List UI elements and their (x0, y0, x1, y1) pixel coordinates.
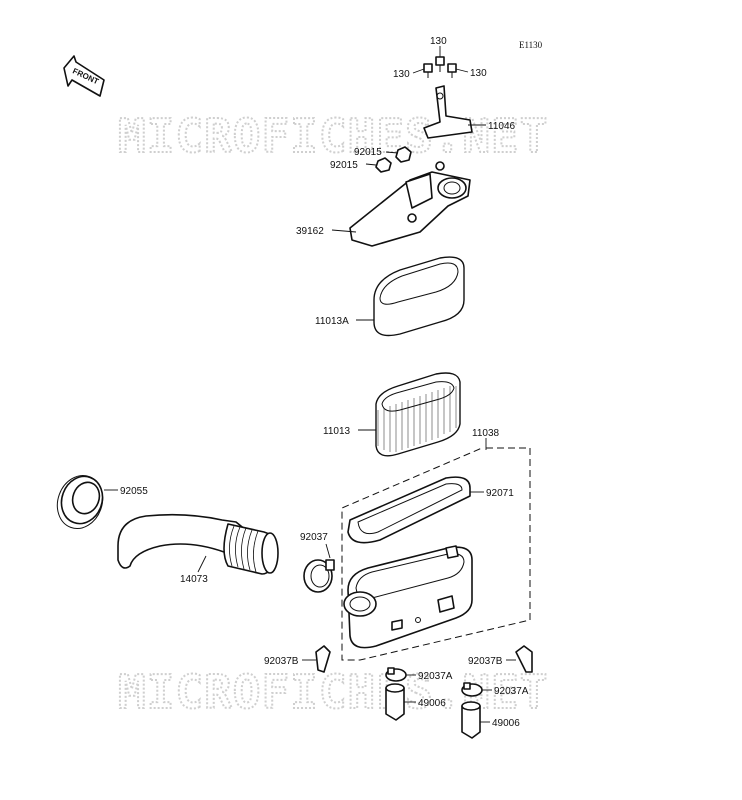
nut-92015-b (375, 157, 392, 173)
label-92015-a: 92015 (354, 147, 382, 158)
screw-130-left (423, 63, 433, 78)
nut-92015-a (395, 146, 412, 163)
watermark-top: MICROFICHES.NET (118, 109, 548, 163)
assembly-bracket-11038 (341, 447, 531, 661)
watermark-bottom: MICROFICHES.NET (118, 665, 548, 719)
label-14073: 14073 (180, 574, 208, 585)
label-92055: 92071 (486, 488, 514, 499)
screw-130-right (447, 63, 457, 78)
label-49006-right: 49006 (492, 718, 520, 729)
label-11046: 11046 (488, 121, 516, 132)
air-cleaner-housing (343, 545, 473, 649)
label-92037B-left: 92037B (264, 656, 299, 667)
label-130-right: 130 (470, 68, 487, 79)
air-cleaner-cover-39162 (349, 161, 471, 247)
clamp-92037 (303, 559, 335, 593)
label-92037B-right: 92037B (468, 656, 503, 667)
screw-130-top (435, 56, 445, 72)
label-92037A-right: 92037A (494, 686, 529, 697)
clip-92037B-left (315, 645, 331, 673)
label-11038: 11038 (472, 428, 500, 439)
seal-92071 (56, 475, 104, 529)
clamp-92037A-right (461, 682, 483, 697)
cap-49006-right (461, 701, 481, 739)
label-49006-left: 49006 (418, 698, 446, 709)
front-arrow-icon: FRONT (63, 55, 105, 97)
label-39162: 39162 (296, 226, 324, 237)
label-92037: 92037 (300, 532, 328, 543)
label-92037A-left: 92037A (418, 671, 453, 682)
clamp-92037A-left (385, 667, 407, 682)
label-130-top: 130 (430, 36, 447, 47)
diagram-code: E1130 (519, 40, 543, 50)
gasket-92055 (347, 476, 471, 544)
intake-hose-14073 (117, 513, 279, 575)
label-92015-b: 92015 (330, 160, 358, 171)
foam-filter-11013A (373, 256, 465, 337)
label-11013: 11013 (323, 426, 351, 437)
label-130-left: 130 (393, 69, 410, 80)
label-11013A: 11013A (315, 316, 349, 327)
clip-92037B-right (515, 645, 533, 673)
cap-49006-left (385, 683, 405, 721)
label-92071: 92055 (120, 486, 148, 497)
paper-filter-11013 (375, 372, 461, 457)
bracket-11046 (423, 85, 473, 139)
